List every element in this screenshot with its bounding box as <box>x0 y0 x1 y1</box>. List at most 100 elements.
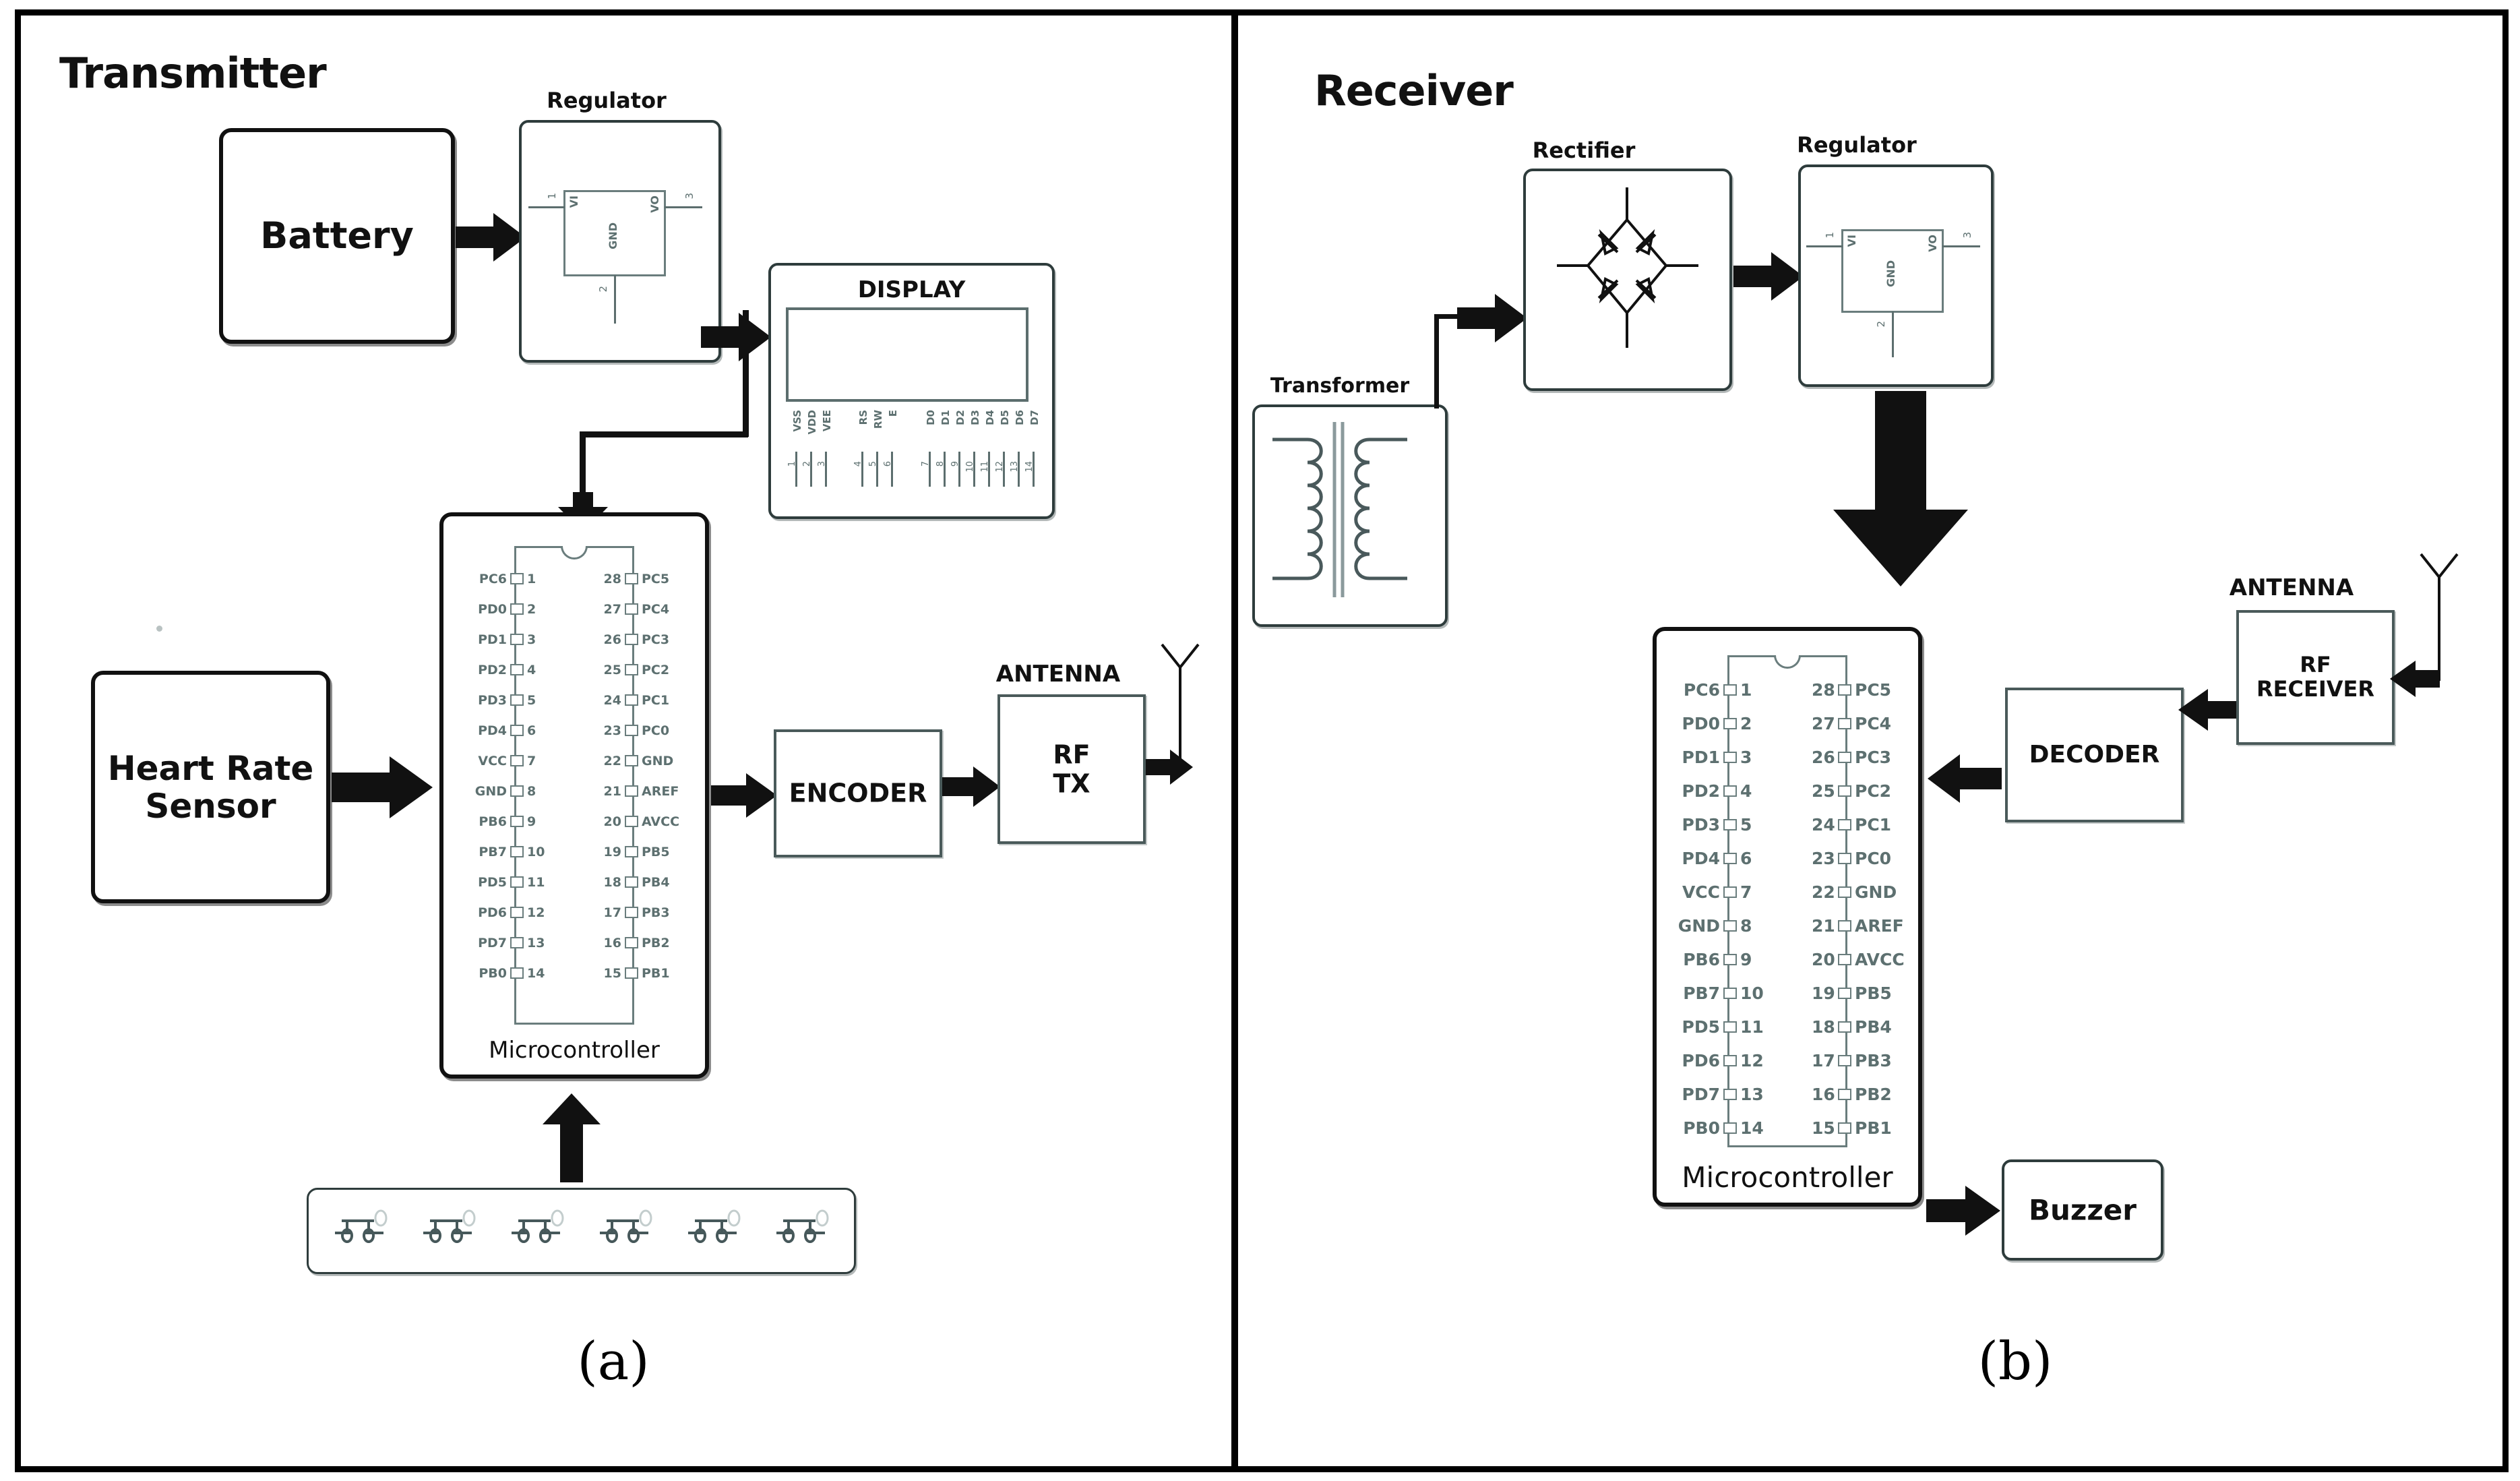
lcd-pin-label: E <box>887 410 899 417</box>
dip-pin-name: PD3 <box>1682 814 1720 835</box>
dip-pin-pad <box>625 876 638 888</box>
display-caption: DISPLAY <box>857 276 966 303</box>
regulator-symbol-body <box>563 190 666 276</box>
dip-pin-number: 8 <box>1740 915 1752 936</box>
arrow-transformer-to-rectifier <box>1457 291 1527 345</box>
dip-pin-name: PB1 <box>642 965 670 981</box>
dip-pin-pad <box>1838 1054 1851 1066</box>
regulator-gnd-label: GND <box>607 222 619 249</box>
rf-receiver-block[interactable]: RF RECEIVER <box>2236 610 2395 745</box>
push-button-switch[interactable] <box>768 1207 836 1257</box>
dip-pin-number: 21 <box>603 783 621 799</box>
dip-pin-name: PD1 <box>478 632 507 647</box>
lcd-pin-leg <box>1033 452 1035 487</box>
dip-pin-number: 16 <box>1812 1084 1835 1104</box>
dip-pin-pad <box>625 603 638 615</box>
lcd-pin-leg <box>861 452 863 487</box>
arrow-sensor-to-mcu <box>332 754 433 821</box>
lcd-pin-leg <box>929 452 931 487</box>
lcd-pin-leg <box>944 452 946 487</box>
heart-rate-sensor-block[interactable]: Heart Rate Sensor <box>91 671 330 903</box>
push-button-switch[interactable] <box>680 1207 747 1257</box>
dip-pin-name: PC1 <box>642 692 670 708</box>
dip-pin-name: PB2 <box>642 935 670 950</box>
push-button-switch[interactable] <box>592 1207 659 1257</box>
lcd-pin-leg <box>795 452 797 487</box>
lcd-pin-number: 9 <box>950 461 960 467</box>
dip-pin-name: PB2 <box>1855 1084 1892 1104</box>
lcd-pin-number: 14 <box>1024 461 1035 473</box>
encoder-block[interactable]: ENCODER <box>774 729 942 857</box>
dip-pin-pad <box>510 694 524 706</box>
battery-block[interactable]: Battery <box>219 128 455 344</box>
rectifier-block[interactable] <box>1523 169 1732 391</box>
lcd-pin-leg <box>810 452 812 487</box>
dip-pin-pad <box>1838 684 1851 696</box>
dip-pin-number: 16 <box>603 935 621 950</box>
regulator-pin-2: 2 <box>597 286 609 293</box>
lcd-pin-label: RS <box>857 410 869 425</box>
panel-transmitter: Transmitter Battery Regulator VI VO GND … <box>0 0 1220 1463</box>
arrow-regulator-to-display <box>701 310 771 364</box>
push-button-switch[interactable] <box>503 1207 571 1257</box>
dip-pin-name: PD5 <box>1682 1017 1720 1037</box>
dip-pin-pad <box>1723 953 1737 965</box>
dip-pin-number: 9 <box>527 814 536 829</box>
dip-pin-number: 19 <box>1812 983 1835 1003</box>
push-button-switch[interactable] <box>415 1207 483 1257</box>
dip-pin-number: 13 <box>527 935 545 950</box>
dip-pin-name: PD2 <box>1682 781 1720 801</box>
regulator-b-block[interactable]: VI VO GND 1 3 2 <box>1798 164 1994 387</box>
dip-pin-name: GND <box>1678 915 1720 936</box>
push-button-switch[interactable] <box>327 1207 394 1257</box>
dip-pin-pad <box>1723 987 1737 999</box>
regulator-b-symbol-body <box>1841 229 1944 313</box>
regulator-a-block[interactable]: VI VO GND 1 3 2 <box>519 120 721 363</box>
dip-pin-name: PC2 <box>642 662 670 677</box>
regulator-b-caption: Regulator <box>1797 132 1917 158</box>
rectifier-caption: Rectifier <box>1532 138 1636 163</box>
transformer-symbol <box>1272 422 1407 597</box>
lcd-pin-label: D2 <box>954 410 966 425</box>
lcd-pin-number: 10 <box>965 461 975 473</box>
decoder-block[interactable]: DECODER <box>2005 688 2184 822</box>
dip-pin-pad <box>1838 852 1851 864</box>
dip-pin: 16 PB2 <box>598 928 687 958</box>
dip-pin-pad <box>1838 717 1851 729</box>
dip-pin-name: PB0 <box>1683 1118 1720 1138</box>
dip-pin-pad <box>1838 919 1851 932</box>
dip-pin-pad <box>1723 852 1737 864</box>
decoder-label: DECODER <box>2029 740 2160 768</box>
dip-pin-pad <box>510 573 524 584</box>
lcd-pin-label: VEE <box>821 410 833 432</box>
rf-tx-block[interactable]: RF TX <box>997 694 1146 844</box>
dip-pin-name: VCC <box>478 753 507 768</box>
wire-transformer-up <box>1434 314 1439 409</box>
dip-pin-pad <box>1723 1054 1737 1066</box>
regulator-vi-label: VI <box>567 195 580 208</box>
dip-pin-name: PC3 <box>642 632 670 647</box>
buzzer-label: Buzzer <box>2028 1193 2137 1227</box>
dip-pin-name: PC0 <box>1855 848 1892 868</box>
dip-pin-pad <box>1838 953 1851 965</box>
dip-pin-pad <box>625 694 638 706</box>
dip-pin-pad <box>510 603 524 615</box>
transformer-block[interactable] <box>1252 404 1448 627</box>
dip-pin-name: PB4 <box>1855 1017 1892 1037</box>
keypad-block[interactable] <box>307 1188 856 1274</box>
buzzer-block[interactable]: Buzzer <box>2002 1159 2163 1261</box>
dip-pin-name: PC6 <box>479 571 507 586</box>
